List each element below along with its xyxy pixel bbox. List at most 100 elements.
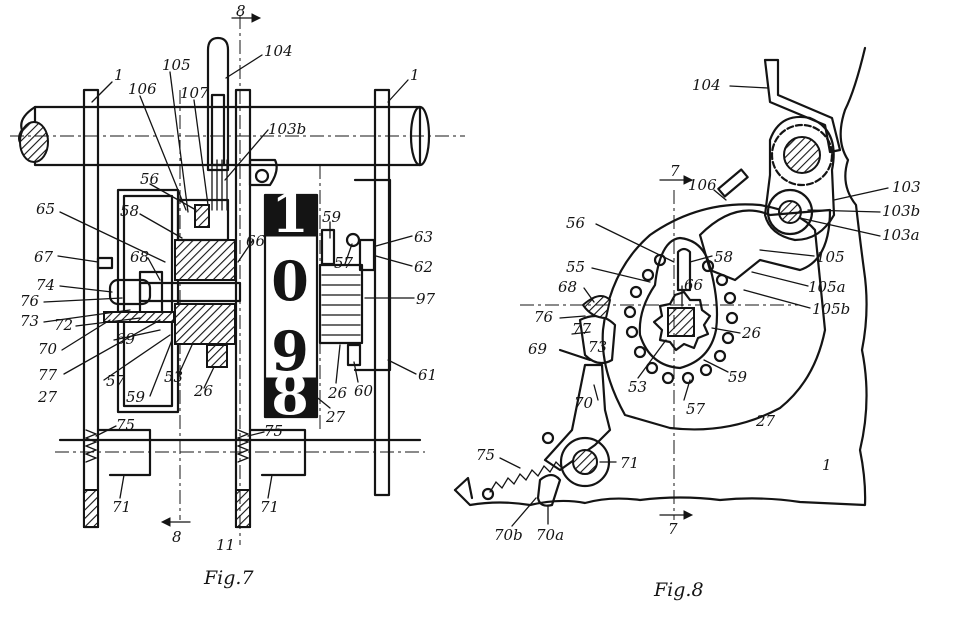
- label: 105b: [812, 300, 850, 318]
- frame-plate-1: [453, 46, 868, 507]
- spring-75: [489, 460, 563, 493]
- foot-70a: [536, 473, 562, 507]
- bracket-67: [96, 256, 114, 270]
- label: 69: [116, 330, 136, 348]
- lever-104: [763, 58, 842, 154]
- label: 56: [566, 214, 586, 232]
- label: 27: [755, 412, 776, 430]
- section-arrow-7-top: [659, 175, 694, 185]
- gear-26: [206, 344, 228, 368]
- cam-55: [638, 236, 719, 370]
- label: 103a: [882, 226, 920, 244]
- lever-104-slot: [210, 93, 226, 167]
- label: 26: [193, 382, 214, 400]
- label: 68: [558, 278, 577, 296]
- pivot-stud: [254, 168, 270, 184]
- label: 65: [36, 200, 55, 218]
- label: 62: [414, 258, 433, 276]
- center-frame-foot: [235, 489, 251, 528]
- label: 57: [106, 372, 126, 390]
- lever-hole: [541, 431, 555, 445]
- lever-70: [543, 363, 612, 472]
- label: 75: [116, 416, 135, 434]
- upper-bracket: [176, 198, 230, 242]
- label: 73: [588, 338, 607, 356]
- label: 75: [476, 446, 495, 464]
- shaft-ring-upper: [770, 123, 834, 187]
- star-wheel-53: [652, 290, 712, 352]
- label: 76: [20, 292, 40, 310]
- label: 66: [684, 276, 704, 294]
- figure-7: [10, 13, 465, 545]
- label: 107: [180, 84, 209, 102]
- label: 103b: [882, 202, 920, 220]
- gear-teeth: [321, 274, 361, 336]
- label: 59: [728, 368, 748, 386]
- left-frame-foot: [83, 489, 99, 528]
- label: 104: [264, 42, 293, 60]
- counter-strip-27: [263, 193, 319, 419]
- label: 60: [354, 382, 374, 400]
- spring-107: [211, 159, 228, 211]
- gear-hub-bottom: [174, 303, 236, 345]
- plate-103: [763, 115, 836, 242]
- stud-106: [717, 168, 749, 198]
- label: 27: [37, 388, 58, 406]
- label: 67: [34, 248, 54, 266]
- spring-75-left: [84, 429, 98, 463]
- label: 105a: [808, 278, 846, 296]
- leader-lines-fig7: [43, 54, 417, 499]
- shaft-section: [19, 121, 49, 163]
- rod-69: [558, 348, 592, 362]
- label: 71: [112, 498, 131, 516]
- shaft-upper: [783, 136, 821, 174]
- counter-digit-2: 0: [271, 249, 309, 313]
- hook-71-center: [248, 428, 307, 477]
- pivot-71: [572, 449, 598, 475]
- digit-band-top: [265, 195, 317, 237]
- label: 58: [714, 248, 733, 266]
- label: 63: [414, 228, 433, 246]
- counter-digit-1: 1: [271, 181, 309, 245]
- label: 71: [260, 498, 279, 516]
- label: 61: [418, 366, 437, 384]
- label: 59: [126, 388, 146, 406]
- label: 106: [128, 80, 157, 98]
- right-side-frame: [373, 88, 391, 497]
- label: 69: [528, 340, 548, 358]
- figure-8: [453, 46, 889, 527]
- label: 8: [236, 2, 246, 20]
- label: 72: [54, 316, 73, 334]
- label: 57: [334, 254, 354, 272]
- label: 105: [816, 248, 845, 266]
- label: 70: [38, 340, 58, 358]
- arm-70: [103, 311, 175, 323]
- frame-plate-edge: [453, 476, 474, 500]
- label: 103b: [268, 120, 306, 138]
- section-arrow-top: [231, 13, 262, 23]
- counter-digit-4: 8: [271, 363, 309, 427]
- label: 76: [534, 308, 554, 326]
- label: 73: [20, 312, 39, 330]
- label: 106: [688, 176, 717, 194]
- label: 77: [572, 320, 592, 338]
- counter-digit-3: 9: [271, 319, 309, 383]
- label: 97: [416, 290, 436, 308]
- digit-band-bottom: [265, 377, 317, 417]
- pawl-76: [581, 295, 612, 320]
- label: 70b: [494, 526, 523, 544]
- label: 55: [566, 258, 585, 276]
- label: 56: [140, 170, 160, 188]
- label: 103: [892, 178, 921, 196]
- label: 71: [620, 454, 639, 472]
- label: 104: [692, 76, 721, 94]
- bracket-61: [353, 178, 392, 372]
- label: 11: [216, 536, 235, 554]
- pawl-58: [676, 247, 692, 292]
- pawl-62: [358, 238, 376, 272]
- label: 7: [670, 162, 680, 180]
- label: 59: [322, 208, 342, 226]
- hook-71-left: [96, 428, 152, 477]
- label: 77: [38, 366, 58, 384]
